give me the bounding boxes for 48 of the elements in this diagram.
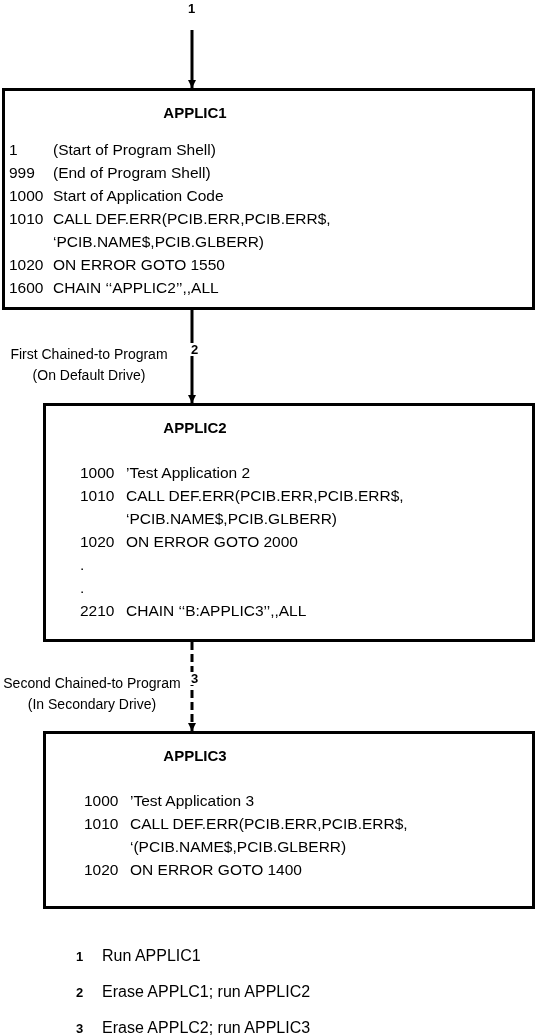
code-statement: ’Test Application 2 <box>126 463 251 483</box>
line-number: 1020 <box>84 860 120 880</box>
code-statement: (End of Program Shell) <box>53 163 211 183</box>
step-number: 3 <box>76 1020 85 1036</box>
line-number: 1010 <box>9 209 45 229</box>
line-number: 1020 <box>80 532 116 552</box>
line-number: . <box>80 555 86 575</box>
code-statement: Start of Application Code <box>53 186 224 206</box>
line-number: 1010 <box>84 814 120 834</box>
line-number: . <box>80 578 86 598</box>
line-number: 1600 <box>9 278 45 298</box>
program-name: APPLIC3 <box>162 748 228 763</box>
step-number: 2 <box>76 984 85 1002</box>
line-number: 999 <box>9 163 36 183</box>
arrow <box>188 310 196 403</box>
step-number: 3 <box>190 672 200 685</box>
code-statement: ON ERROR GOTO 2000 <box>126 532 298 552</box>
line-number: 1 <box>9 140 19 160</box>
line-number: 1000 <box>80 463 116 483</box>
step-number: 2 <box>190 343 200 356</box>
line-number: 1000 <box>84 791 120 811</box>
code-statement: CHAIN ‘‘APPLIC2’’,,ALL <box>53 278 219 298</box>
step-number: 1 <box>187 2 197 15</box>
program-box <box>2 88 535 310</box>
code-statement: ON ERROR GOTO 1550 <box>53 255 225 275</box>
step-description: Erase APPLC2; run APPLIC3 <box>102 1018 311 1036</box>
program-name: APPLIC1 <box>162 105 228 120</box>
step-number: 1 <box>76 948 85 966</box>
program-name: APPLIC2 <box>162 420 228 435</box>
code-statement: CALL DEF.ERR(PCIB.ERR,PCIB.ERR$, ‘PCIB.NAME$,PCIB.GLBERR) <box>126 486 405 529</box>
program-box <box>43 403 535 642</box>
arrow <box>188 30 196 88</box>
step-description: Erase APPLC1; run APPLIC2 <box>102 982 311 1002</box>
code-statement: CALL DEF.ERR(PCIB.ERR,PCIB.ERR$, ‘(PCIB.NAME$,PCIB.GLBERR) <box>130 814 409 857</box>
arrow <box>188 642 196 731</box>
step-description: Run APPLIC1 <box>102 946 201 966</box>
box-caption: First Chained-to Program (On Default Drive) <box>9 345 169 385</box>
box-caption: Second Chained-to Program (In Secondary Drive) <box>2 674 182 714</box>
code-statement: CALL DEF.ERR(PCIB.ERR,PCIB.ERR$, ‘PCIB.NAME$,PCIB.GLBERR) <box>53 209 332 252</box>
line-number: 1000 <box>9 186 45 206</box>
code-statement: (Start of Program Shell) <box>53 140 216 160</box>
line-number: 1010 <box>80 486 116 506</box>
code-statement: CHAIN ‘‘B:APPLIC3’’,,ALL <box>126 601 307 621</box>
program-box <box>43 731 535 909</box>
line-number: 1020 <box>9 255 45 275</box>
code-statement: ON ERROR GOTO 1400 <box>130 860 302 880</box>
line-number: 2210 <box>80 601 116 621</box>
code-statement: ’Test Application 3 <box>130 791 255 811</box>
